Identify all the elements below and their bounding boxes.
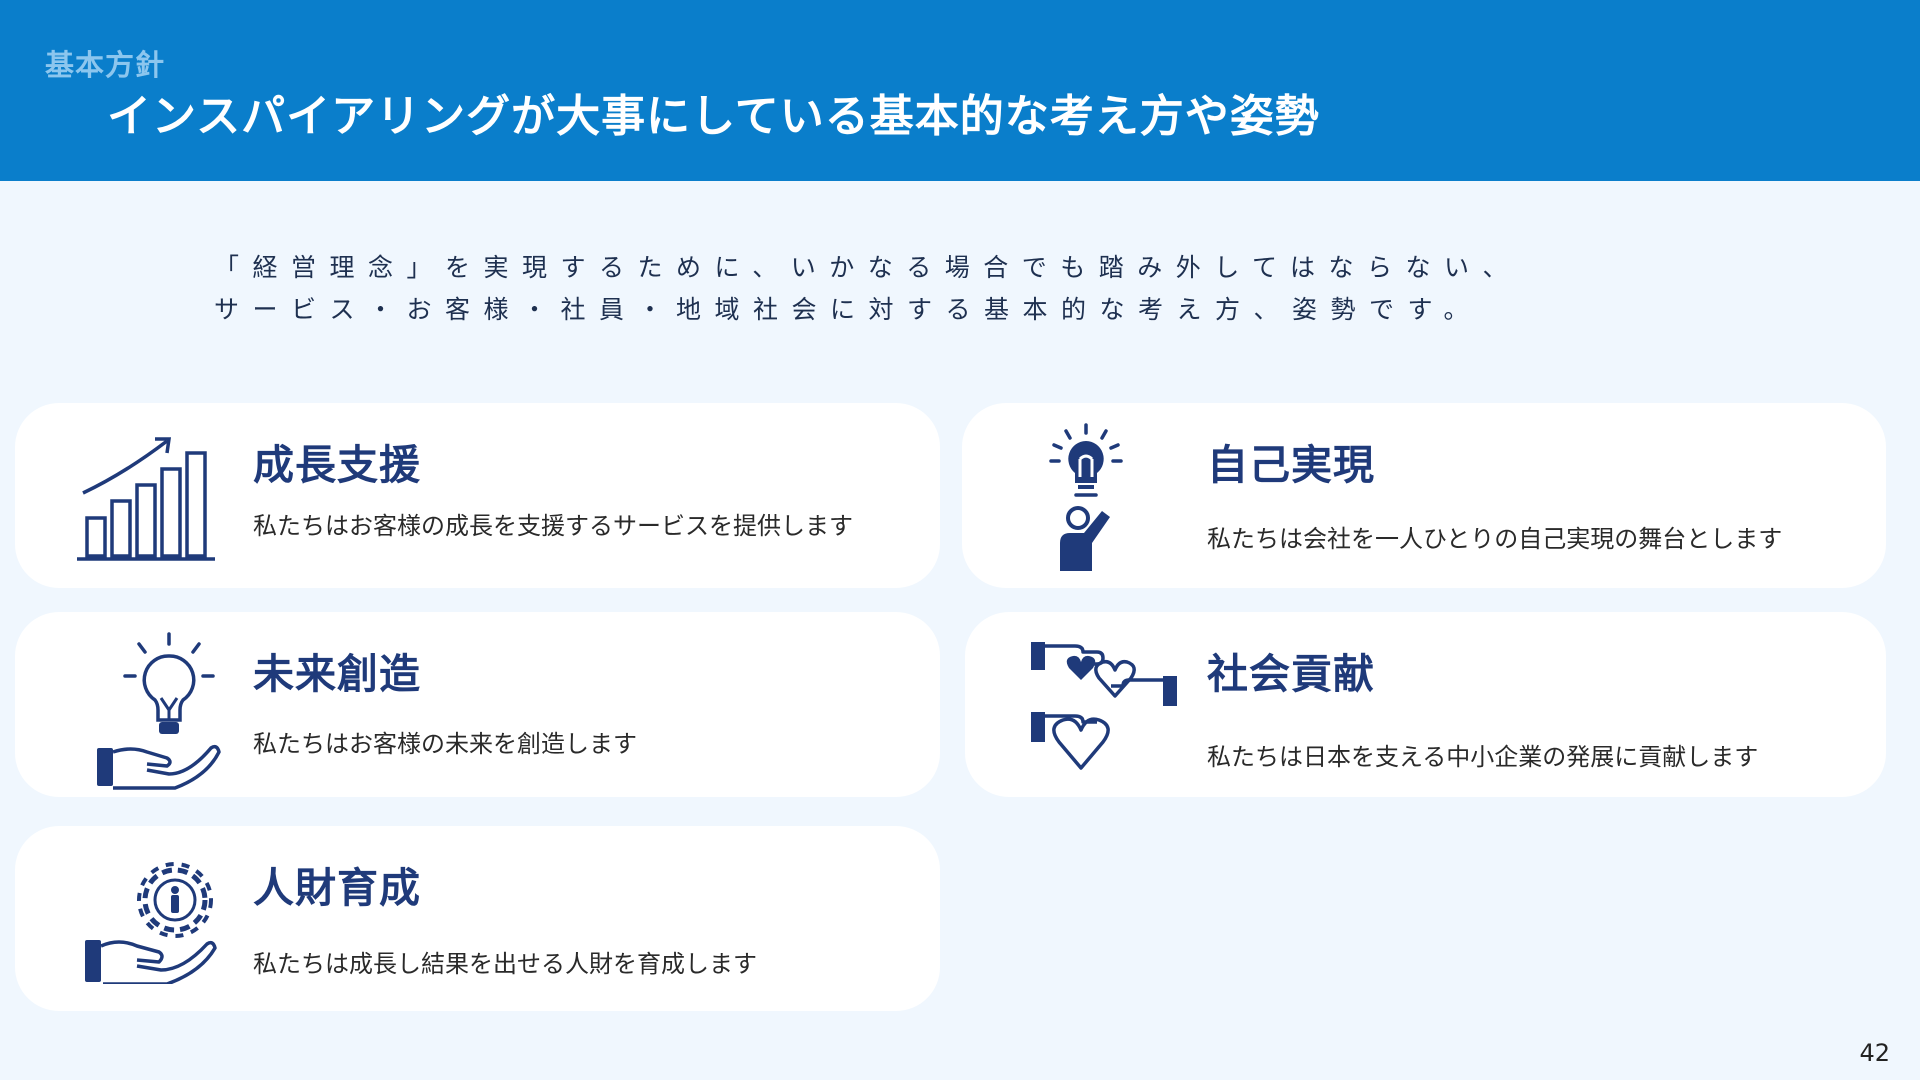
card-title: 社会貢献 xyxy=(1207,650,1375,698)
card-self-realization: 自己実現 私たちは会社を一人ひとりの自己実現の舞台とします xyxy=(962,403,1886,588)
intro-line-1: 「経営理念」を実現するために、いかなる場合でも踏み外してはならない、 xyxy=(214,253,1522,282)
card-description: 私たちはお客様の未来を創造します xyxy=(253,730,637,758)
intro-text: 「経営理念」を実現するために、いかなる場合でも踏み外してはならない、 サービス・… xyxy=(214,247,1634,331)
growth-chart-icon xyxy=(77,437,215,561)
card-title: 成長支援 xyxy=(253,441,421,489)
hand-lightbulb-icon xyxy=(97,632,221,790)
lightbulb-person-icon xyxy=(1049,423,1123,571)
intro-line-2: サービス・お客様・社員・地域社会に対する基本的な考え方、姿勢です。 xyxy=(214,295,1483,324)
section-label: 基本方針 xyxy=(45,48,166,82)
card-description: 私たちは成長し結果を出せる人財を育成します xyxy=(253,950,757,978)
hands-hearts-icon xyxy=(1031,642,1177,770)
card-growth-support: 成長支援 私たちはお客様の成長を支援するサービスを提供します xyxy=(15,403,940,588)
card-description: 私たちは日本を支える中小企業の発展に貢献します xyxy=(1207,743,1759,771)
card-description: 私たちはお客様の成長を支援するサービスを提供します xyxy=(253,512,853,540)
card-future-creation: 未来創造 私たちはお客様の未来を創造します xyxy=(15,612,940,797)
page-title: インスパイアリングが大事にしている基本的な考え方や姿勢 xyxy=(107,91,1320,142)
card-title: 自己実現 xyxy=(1207,441,1375,489)
card-social-contribution: 社会貢献 私たちは日本を支える中小企業の発展に貢献します xyxy=(965,612,1886,797)
card-title: 未来創造 xyxy=(253,650,421,698)
page-number: 42 xyxy=(1859,1039,1890,1067)
card-title: 人財育成 xyxy=(253,864,421,912)
card-description: 私たちは会社を一人ひとりの自己実現の舞台とします xyxy=(1207,525,1783,553)
card-talent-development: 人財育成 私たちは成長し結果を出せる人財を育成します xyxy=(15,826,940,1011)
header-bar: 基本方針 インスパイアリングが大事にしている基本的な考え方や姿勢 xyxy=(0,0,1920,181)
hand-gear-person-icon xyxy=(85,862,217,984)
